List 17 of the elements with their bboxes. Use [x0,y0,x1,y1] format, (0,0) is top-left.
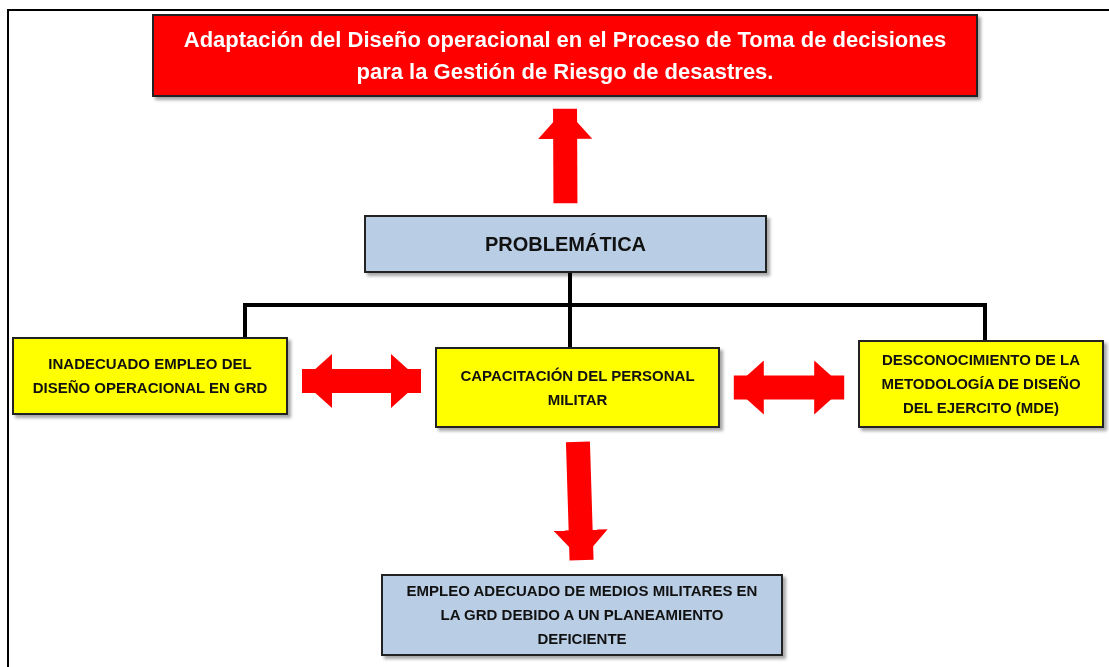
block-arrow [733,360,845,415]
node-text: CAPACITACIÓN DEL PERSONAL MILITAR [459,365,696,410]
node-text: PROBLEMÁTICA [483,232,648,257]
node-text: EMPLEO ADECUADO DE MEDIOS MILITARES EN LA GRD DEBIDO A UN PLANEAMIENTO DEFICIENTE [405,581,759,649]
block-arrow [538,108,593,204]
cause-box [12,337,288,415]
block-arrow [302,354,421,408]
title-box [152,14,978,97]
block-arrow [553,441,608,561]
problem-box [364,215,767,273]
node-text: INADECUADO EMPLEO DEL DISEÑO OPERACIONAL EN GRD [31,354,269,398]
cause-box [858,340,1104,428]
problem-box [381,574,783,656]
node-text: DESCONOCIMIENTO DE LA METODOLOGÍA DE DISEÑO DEL EJERCITO (MDE) [880,350,1082,418]
cause-box [435,347,720,428]
node-text: Adaptación del Diseño operacional en el Proceso de Toma de decisiones para la Gestión de Riesgo de desastres. [182,25,948,86]
connector-line [568,273,987,340]
